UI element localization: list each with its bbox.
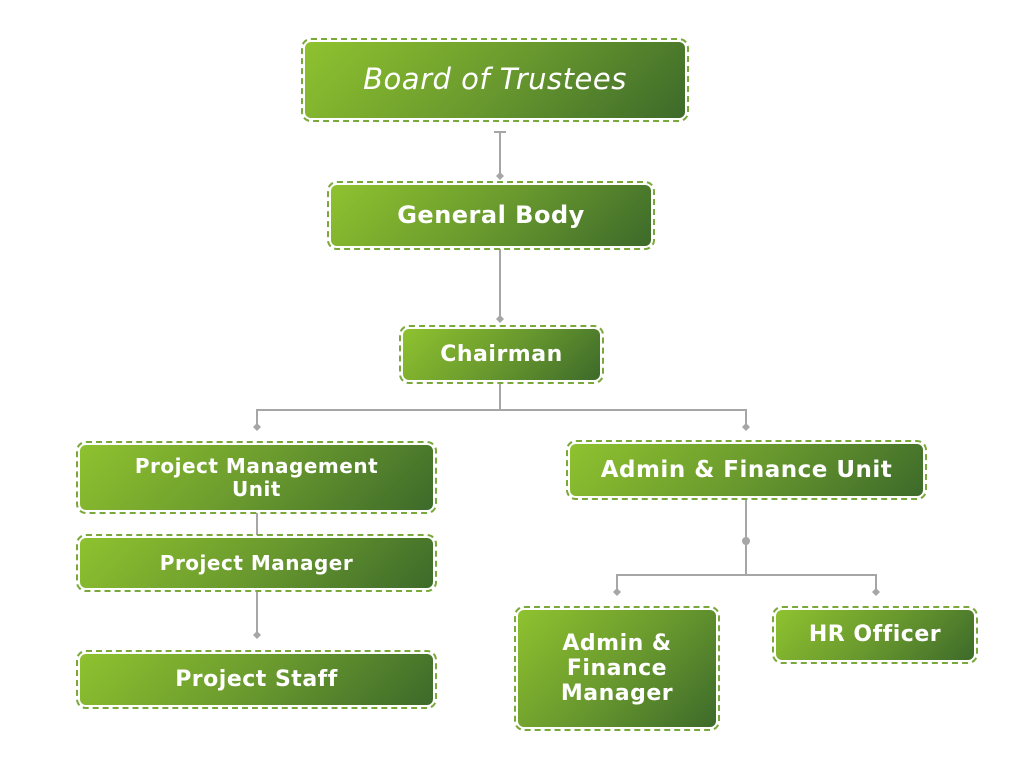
node-hr-officer: HR Officer [772, 606, 978, 664]
node-admin-finance-unit: Admin & Finance Unit [566, 440, 927, 500]
node-project-staff: Project Staff [76, 650, 437, 709]
node-project-management-unit: Project Management Unit [76, 441, 437, 514]
node-chairman: Chairman [399, 325, 604, 384]
node-general-body: General Body [327, 181, 655, 250]
node-board-of-trustees: Board of Trustees [301, 38, 689, 122]
node-admin-finance-manager: Admin & Finance Manager [514, 606, 720, 731]
node-project-manager: Project Manager [76, 534, 437, 592]
